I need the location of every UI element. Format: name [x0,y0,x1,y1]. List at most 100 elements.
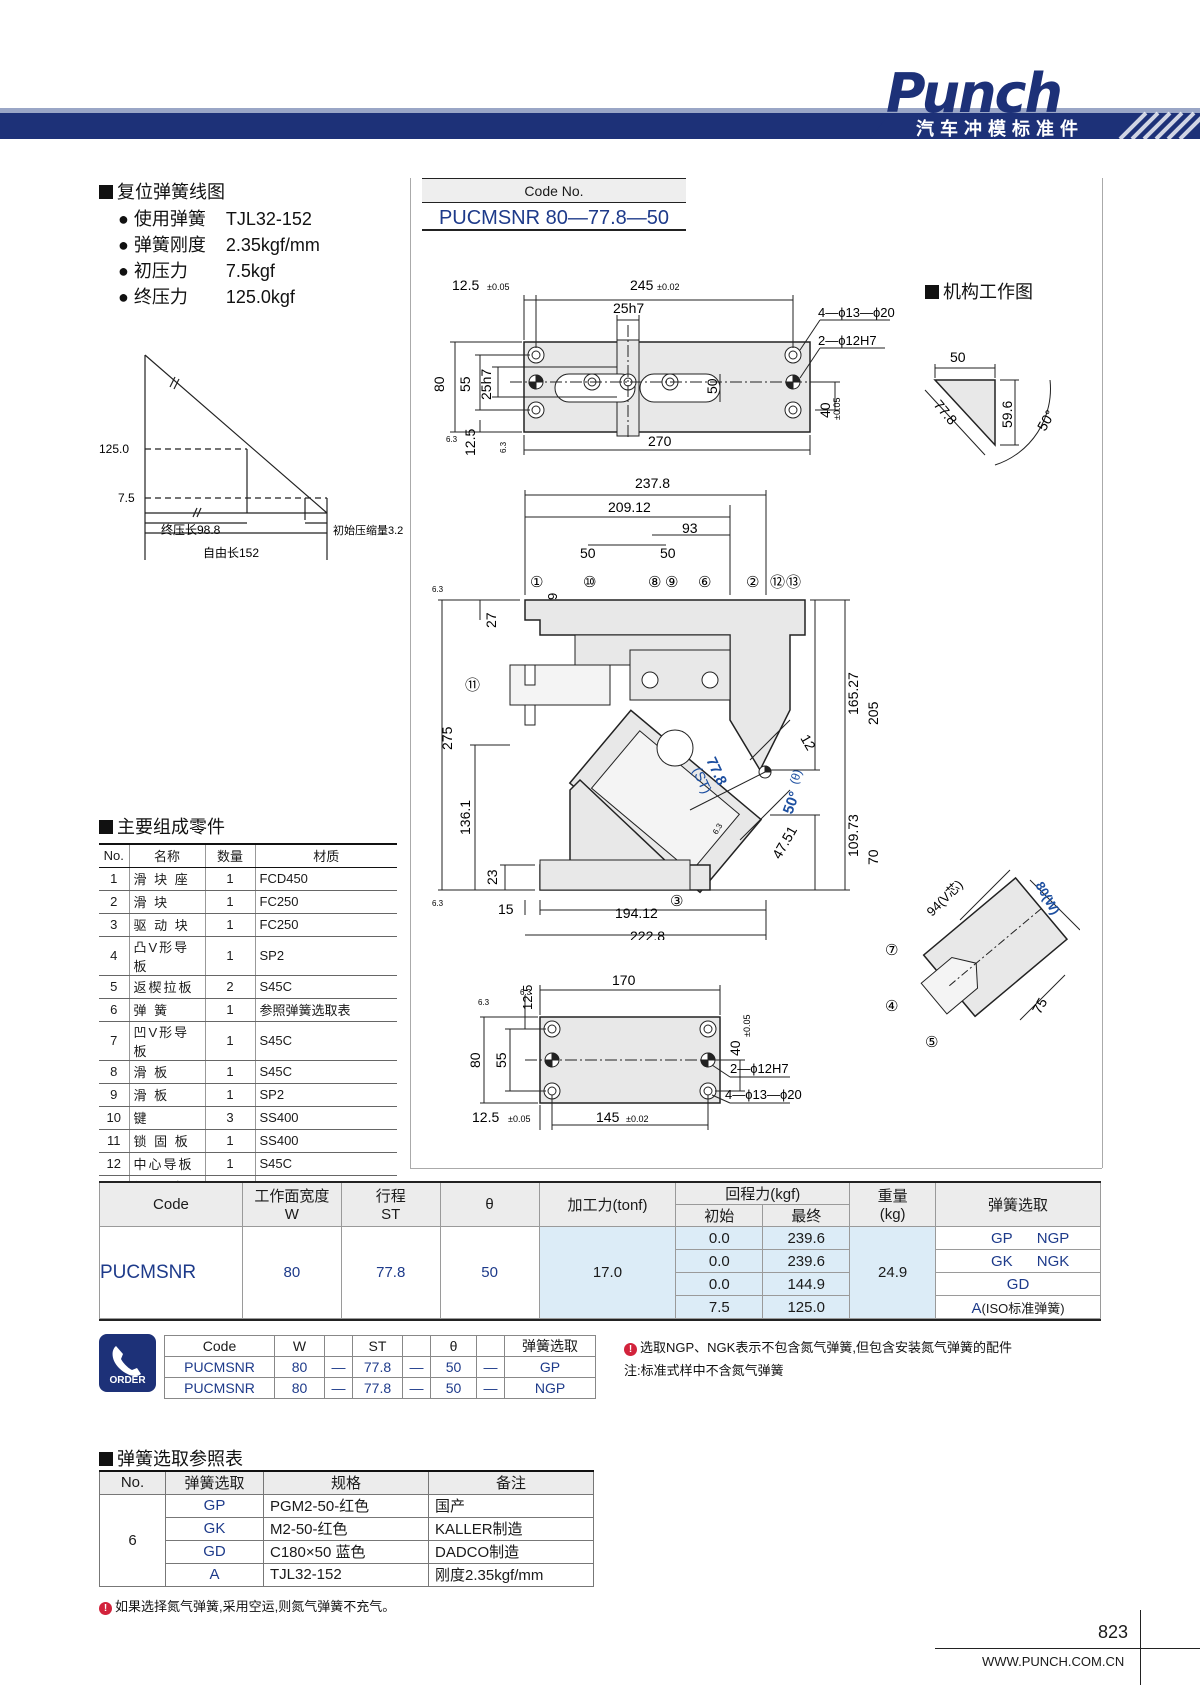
code-no-value: PUCMSNR 80—77.8—50 [422,205,686,231]
dim-bottom-40-tol: ±0.05 [742,1015,752,1037]
dim-work-59-6: 59.6 [999,401,1015,428]
order-cell: PUCMSNR [164,1356,275,1378]
roughness-bottom-a: 6.3 [478,998,490,1007]
ref-spec: TJL32-152 [263,1562,429,1587]
spec-w: 80 [241,1226,342,1319]
page-number: 823 [1098,1622,1129,1642]
part-qty: 1 [204,1129,255,1153]
dim-bottom-80: 80 [470,1052,483,1068]
ref-header-row: No. 弹簧选取 规格 备注 [99,1470,594,1495]
mechanism-title: 机构工作图 [925,278,1033,304]
dim-front-109-73: 109.73 [845,814,861,857]
dim-front-47-51: 47.51 [769,823,800,862]
drawing-frame-right [1102,178,1103,1168]
footer-url[interactable]: WWW.PUNCH.COM.CN [982,1654,1125,1669]
part-material: FCD450 [254,867,397,891]
balloon-8: ⑧ [648,574,661,591]
roughness-front-b: 6.3 [432,899,444,908]
order-col-code: Code [164,1335,275,1357]
ref-remark: KALLER制造 [428,1516,594,1541]
dim-v-core: 94(V芯) [924,877,966,919]
spec-theta: 50 [439,1226,540,1319]
order-cell: — [476,1356,505,1378]
ref-spring: A [165,1562,264,1587]
order-cell: — [324,1356,353,1378]
order-col-spring: 弹簧选取 [504,1335,596,1357]
order-col-st: ST [352,1335,403,1357]
dim-bottom-holes-4: 4—ϕ13—ϕ20 [725,1087,802,1102]
ref-col-spec: 规格 [263,1470,429,1495]
order-cell: 50 [430,1356,477,1378]
dim-front-93: 93 [682,520,698,536]
order-cell: 77.8 [352,1377,403,1399]
part-no: 10 [99,1106,129,1130]
balloon-5: ⑤ [925,1034,938,1051]
dim-front-194-12: 194.12 [615,905,658,921]
dim-front-165-27: 165.27 [845,672,861,715]
return-final: 239.6 [762,1249,851,1273]
dim-bottom-145: 145 [596,1109,620,1125]
dim-front-237-8: 237.8 [635,475,670,491]
part-material: SP2 [254,936,397,976]
balloon-13: ⑬ [786,574,801,591]
balloon-9: ⑨ [665,574,678,591]
v-guide-detail-drawing: 94(V芯) 80(W) 75 ⑦ ④ ⑤ [885,869,1080,1051]
dim-front-205: 205 [865,701,881,725]
spec-col-initial: 初始 [675,1204,764,1227]
part-qty: 1 [204,867,255,891]
part-name: 弹 簧 [128,998,205,1022]
brand-logo: Punch [886,62,1063,125]
front-view-drawing: 237.8 209.12 93 50 50 9 27 275 136.1 23 … [432,475,881,940]
part-name: 驱 动 块 [128,913,205,937]
dim-front-27: 27 [483,612,499,628]
part-material: S45C [254,1152,397,1176]
parts-col-qty: 数量 [204,843,255,868]
roughness-top-b: 6.3 [499,441,508,453]
initial-compress-label: 初始压缩量3.2 [333,523,403,537]
order-cell: 80 [274,1356,325,1378]
dim-top-12-5-v: 12.5 [462,429,478,456]
dim-top-holes-2: 2—ϕ12H7 [818,333,877,348]
ref-table: No. 弹簧选取 规格 备注 6 GP PGM2-50-红色 国产 GK M2-… [99,1470,594,1587]
spec-table-top-rule [99,1181,1101,1183]
dim-front-12: 12 [797,732,819,754]
header-stripe [0,108,1200,113]
dim-top-80: 80 [431,376,447,392]
dim-top-40: 40 [817,402,833,418]
ref-no: 6 [99,1493,166,1587]
return-initial: 7.5 [675,1295,764,1319]
order-col-sep [324,1335,353,1357]
ref-title: 弹簧选取参照表 [99,1445,243,1471]
order-cell: — [476,1377,505,1399]
part-no: 5 [99,975,129,999]
dim-bottom-12-5-b: 12.5 [472,1109,499,1125]
part-qty: 1 [204,1152,255,1176]
spec-col-return: 回程力(kgf) [675,1181,851,1205]
part-no: 11 [99,1129,129,1153]
bottom-view-drawing: 170 12.5 80 55 40 ±0.05 2—ϕ12H7 4—ϕ13—ϕ2… [470,972,802,1130]
y-tick-high: 125.0 [99,442,129,456]
order-note-2: 注:标准式样中不含氮气弹簧 [624,1363,784,1378]
order-badge: ORDER [99,1334,156,1392]
dim-front-50a: 50 [580,545,596,561]
order-cell: 50 [430,1377,477,1399]
spec-col-weight: 重量(kg) [849,1181,937,1227]
dim-work-50: 50 [950,349,966,365]
part-name: 滑 板 [128,1060,205,1084]
roughness-front-a: 6.3 [432,585,444,594]
balloon-3: ③ [670,893,683,910]
return-final: 239.6 [762,1226,851,1250]
drawing-frame-left [410,178,411,1168]
